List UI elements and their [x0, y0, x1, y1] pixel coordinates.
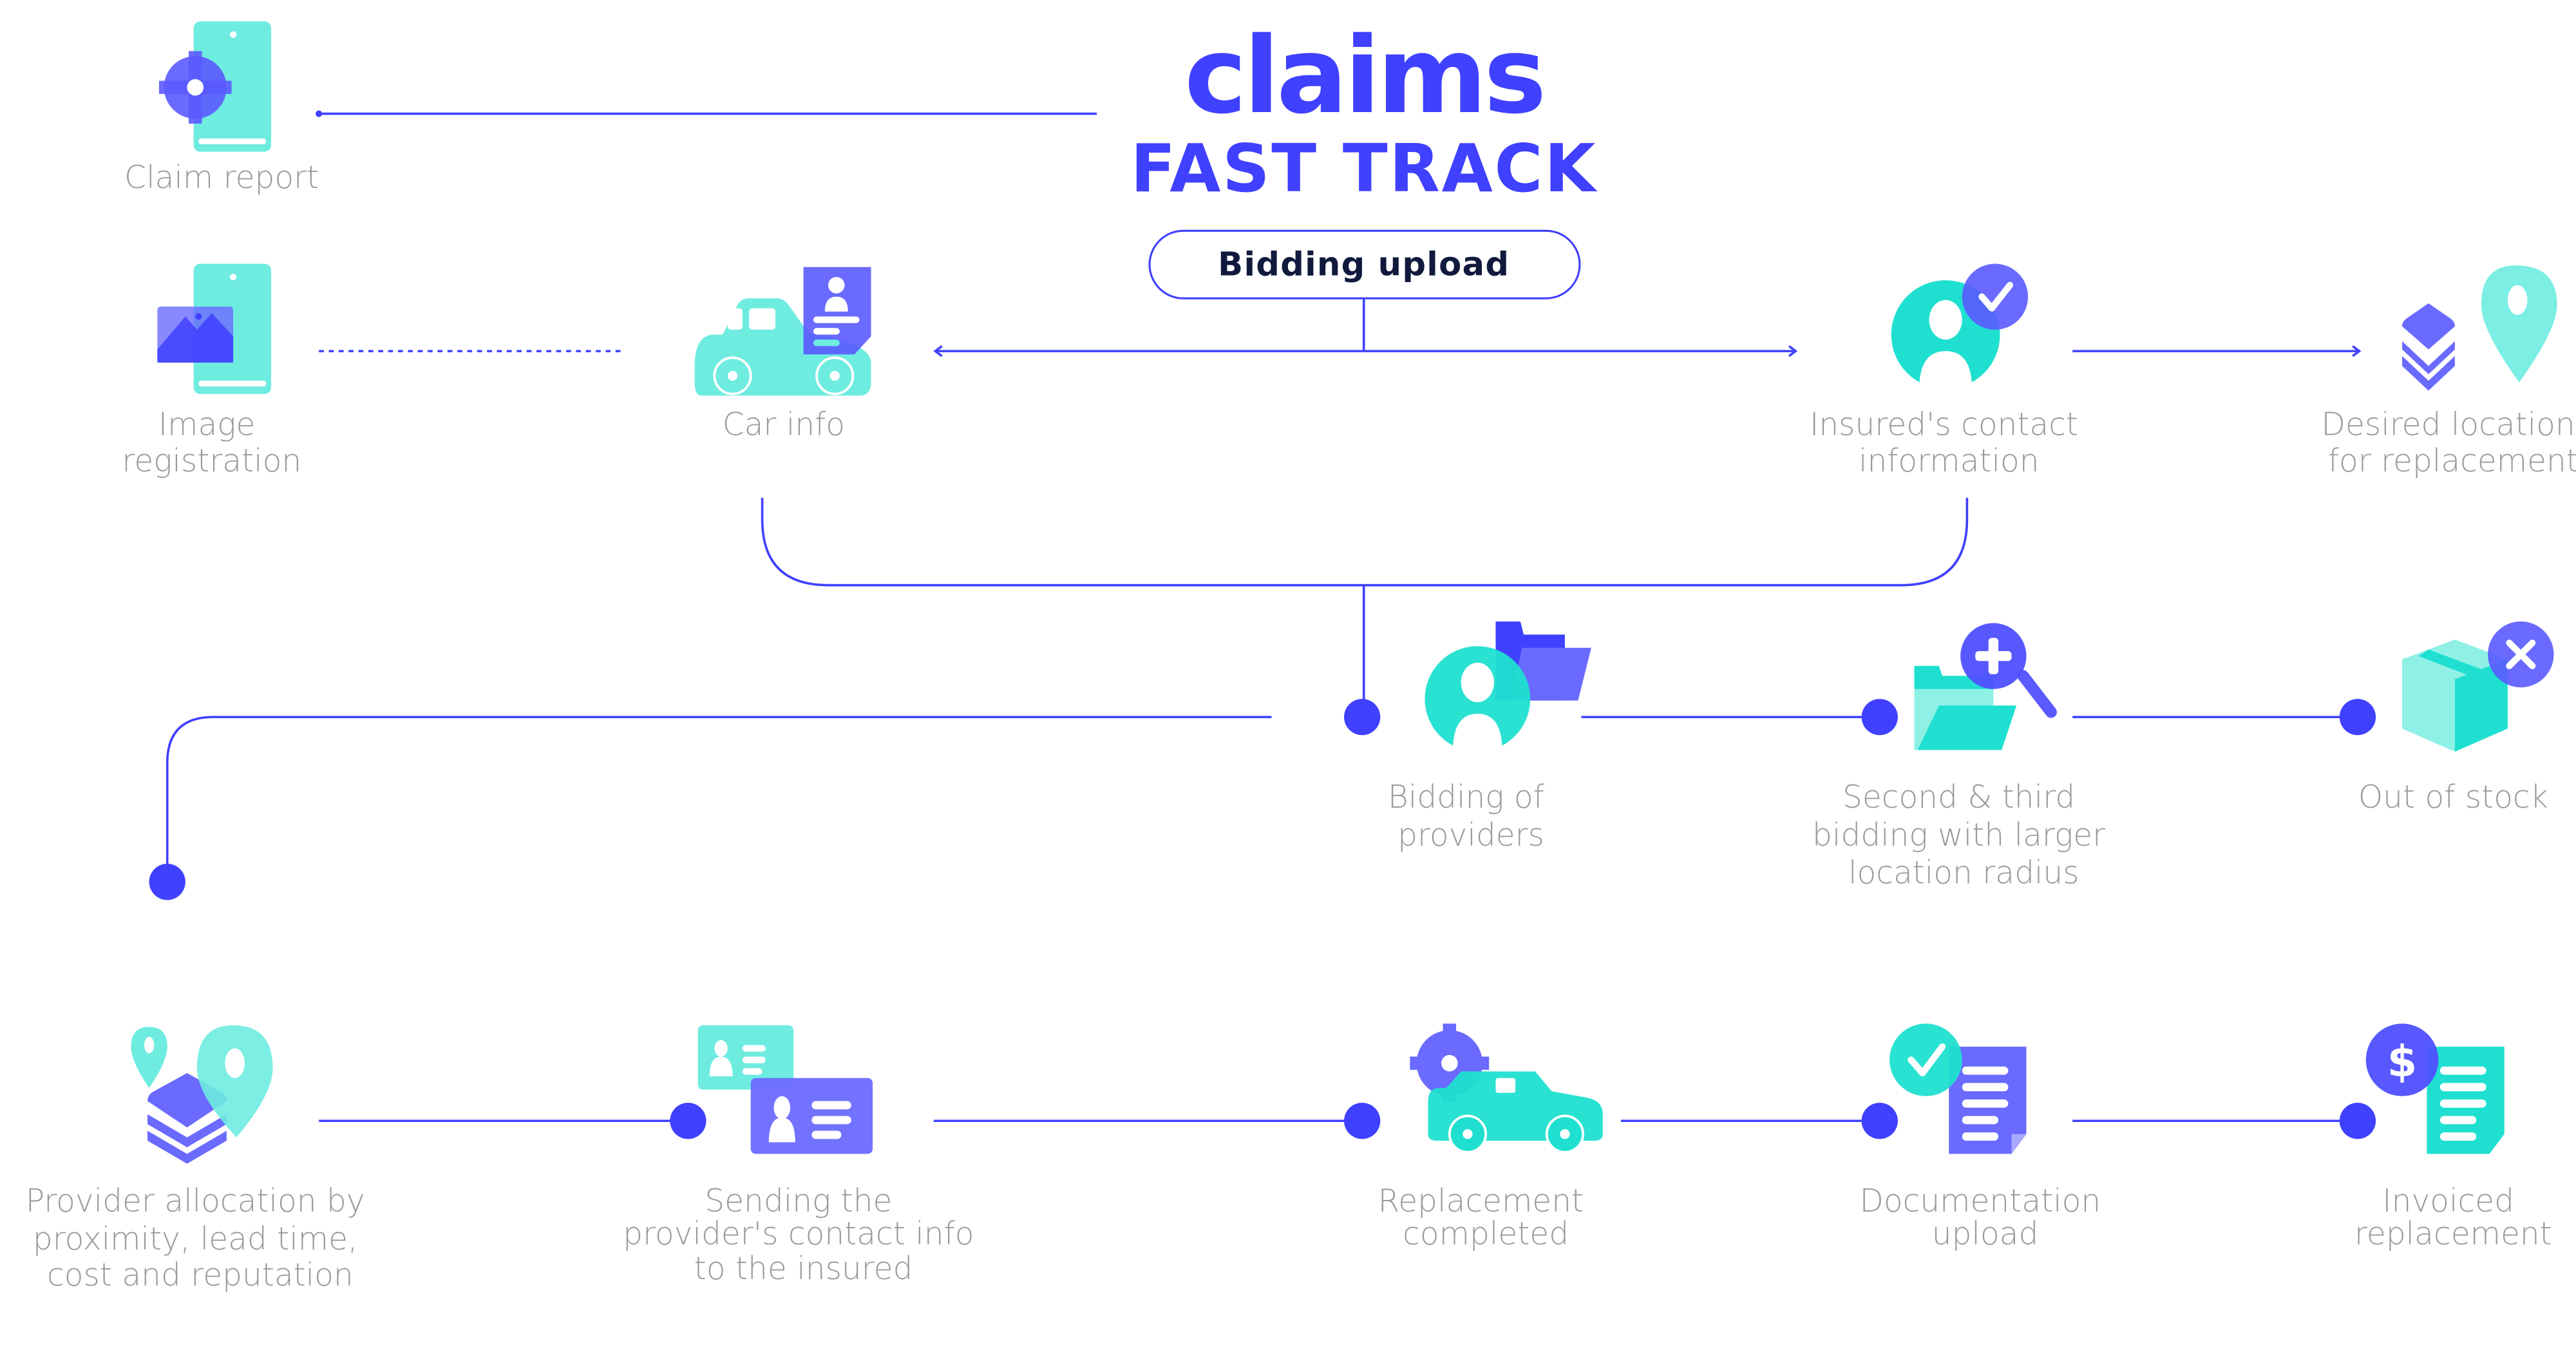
logo: claims FAST TRACK — [1130, 14, 1598, 207]
label-insured-contact: Insured's contact information — [1810, 407, 2088, 479]
label-invoiced-replacement: Invoiced replacement — [2354, 1183, 2552, 1252]
car-document-icon — [694, 267, 871, 396]
arrow-left-icon — [933, 345, 943, 357]
connector-loop-back — [166, 716, 1272, 882]
box-x-icon — [2402, 621, 2554, 752]
label-second-third-bidding: Second & third bidding with larger locat… — [1812, 779, 2116, 891]
bidding-upload-pill[interactable]: Bidding upload — [1148, 229, 1581, 299]
label-replacement-completed: Replacement completed — [1378, 1183, 1594, 1252]
pill-label: Bidding upload — [1218, 245, 1510, 283]
step-dot — [2339, 699, 2376, 736]
connectors — [166, 110, 2362, 1123]
phone-gear-icon — [158, 21, 271, 152]
step-dot — [149, 864, 185, 900]
connector-bracket — [761, 497, 1969, 587]
label-documentation-upload: Documentation upload — [1859, 1183, 2110, 1252]
step-dot — [2339, 1103, 2376, 1139]
arrow-right-icon — [1788, 345, 1798, 357]
folder-search-plus-icon — [1914, 623, 2057, 750]
node-labels: Claim report Image registration Car info… — [26, 160, 2576, 1293]
step-dots — [149, 699, 2376, 1139]
step-dot — [1344, 699, 1381, 736]
invoice-dollar-icon: $ — [2365, 1023, 2505, 1154]
document-check-icon — [1889, 1023, 2027, 1154]
label-provider-allocation: Provider allocation by proximity, lead t… — [26, 1183, 375, 1293]
logo-claims: claims — [1184, 14, 1543, 137]
logo-fast-track: FAST TRACK — [1130, 131, 1598, 207]
arrow-right-icon — [2352, 345, 2362, 357]
step-dot — [1861, 699, 1898, 736]
label-car-info: Car info — [723, 407, 845, 443]
label-image-registration: Image registration — [122, 407, 301, 479]
user-check-icon — [1891, 263, 2029, 389]
step-dot — [1861, 1103, 1898, 1139]
label-claim-report: Claim report — [124, 160, 319, 196]
car-gear-icon — [1410, 1023, 1603, 1154]
svg-text:$: $ — [2387, 1036, 2417, 1087]
user-folder-icon — [1425, 621, 1591, 752]
label-out-of-stock: Out of stock — [2358, 779, 2548, 815]
label-desired-location: Desired location for replacement — [2322, 407, 2576, 479]
contact-cards-icon — [697, 1025, 873, 1154]
phone-image-icon — [157, 263, 271, 394]
step-dot — [670, 1103, 706, 1139]
layers-location-icon — [2402, 265, 2557, 391]
step-dot — [1344, 1103, 1381, 1139]
label-bidding-providers: Bidding of providers — [1388, 779, 1554, 853]
label-sending-contact: Sending the provider's contact info to t… — [623, 1183, 984, 1287]
connector-end-dot — [316, 110, 323, 117]
layers-pins-icon — [131, 1025, 273, 1164]
